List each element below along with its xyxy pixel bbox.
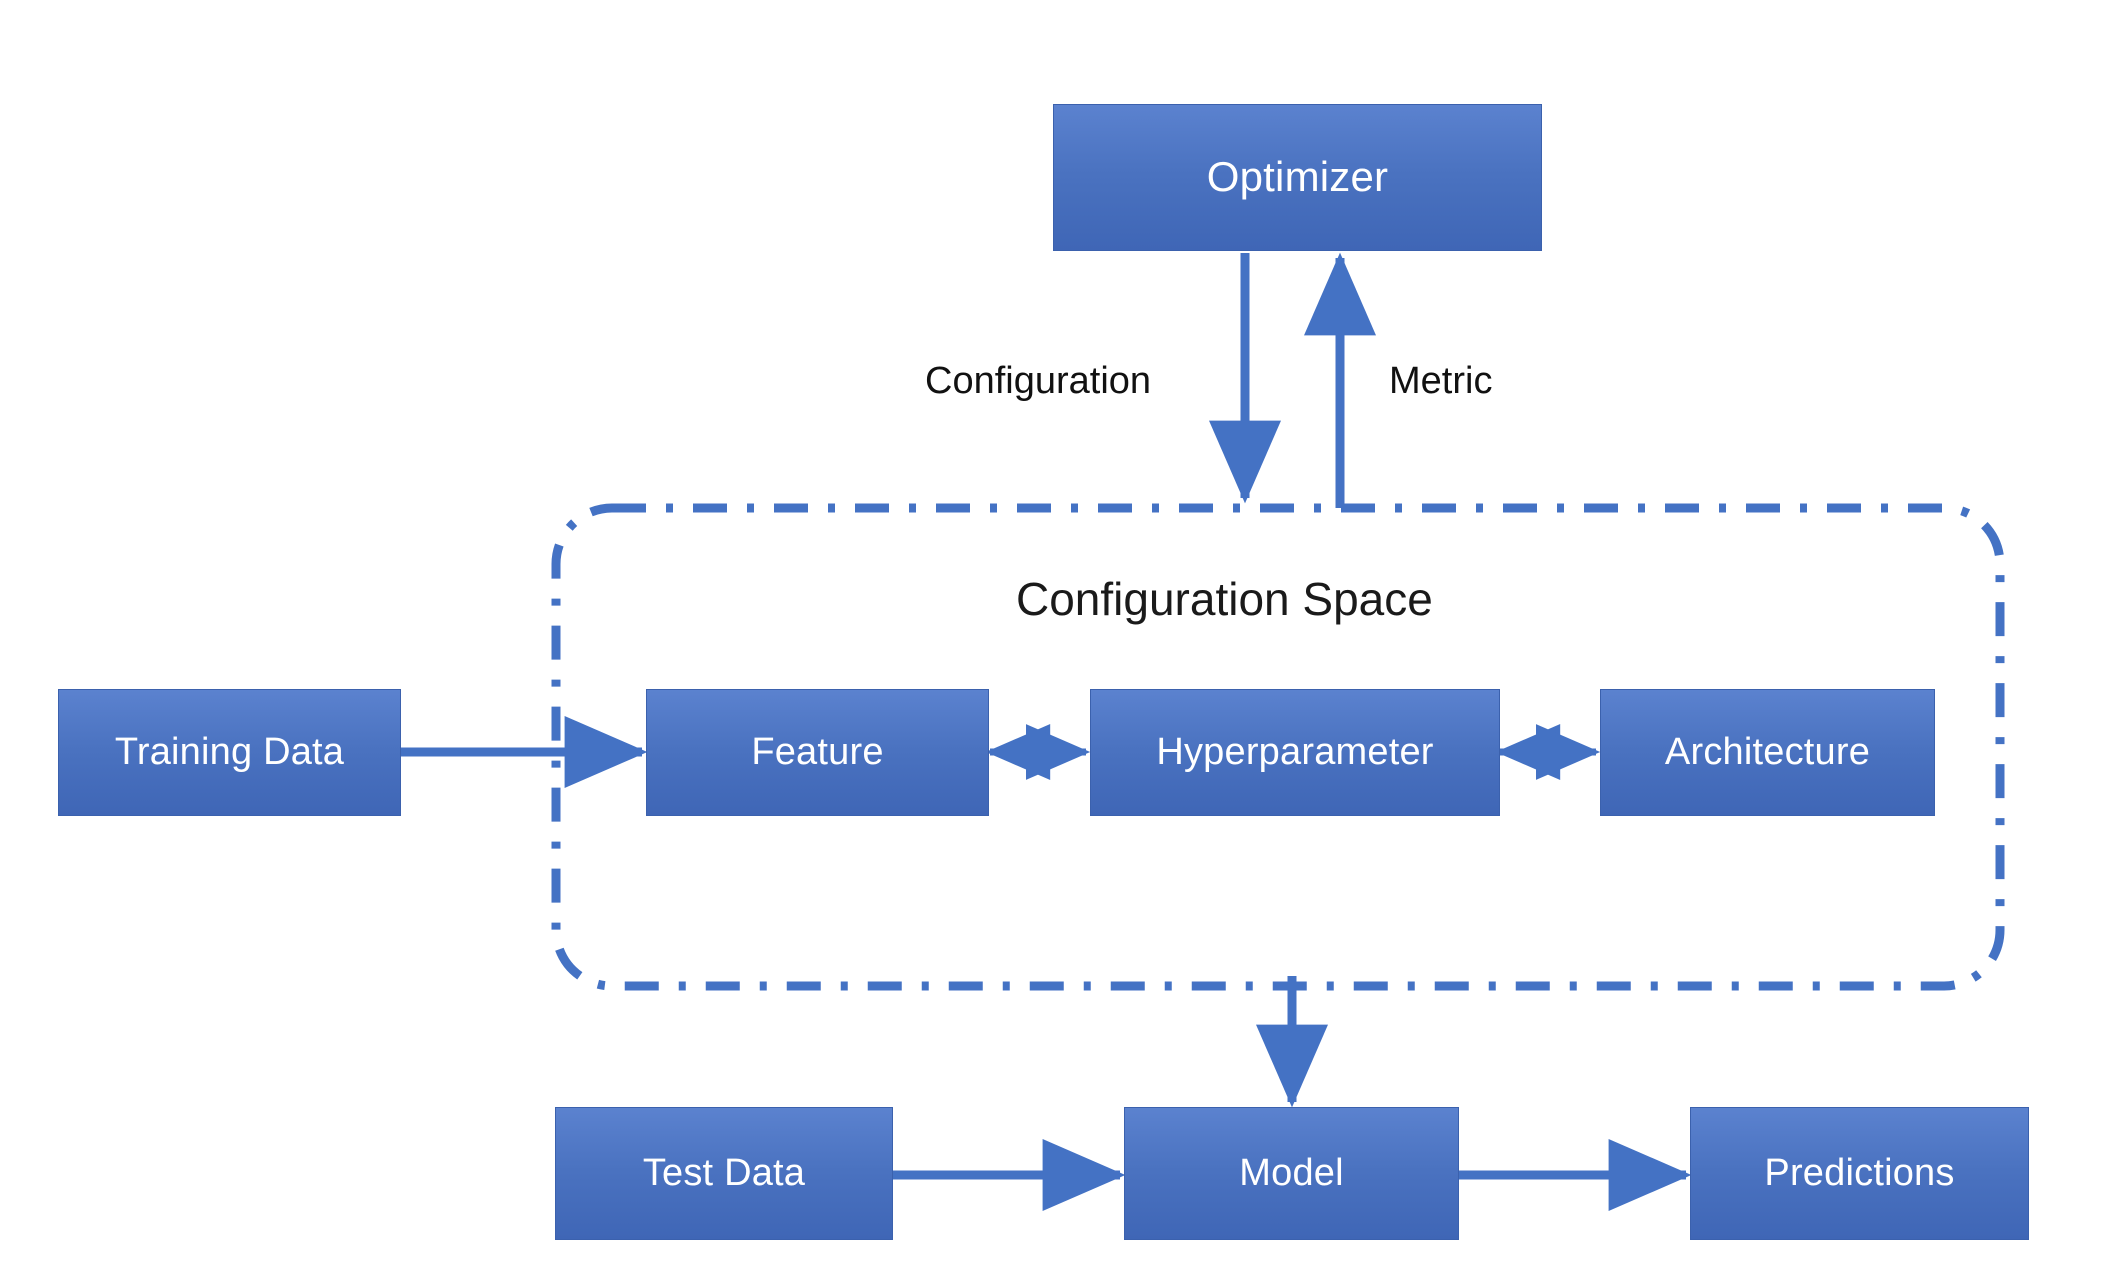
node-predictions-label: Predictions <box>1764 1151 1955 1194</box>
node-hyperparameter-label: Hyperparameter <box>1156 730 1434 773</box>
configuration-space-title-label: Configuration Space <box>1016 573 1433 625</box>
edge-label-configuration-text: Configuration <box>925 360 1152 402</box>
configuration-space-title: Configuration Space <box>1016 572 1433 626</box>
node-hyperparameter[interactable]: Hyperparameter <box>1090 689 1500 816</box>
node-optimizer-label: Optimizer <box>1206 153 1389 201</box>
edge-label-metric-text: Metric <box>1389 360 1493 402</box>
node-predictions[interactable]: Predictions <box>1690 1107 2029 1240</box>
node-training-data-label: Training Data <box>114 730 345 773</box>
node-test-data[interactable]: Test Data <box>555 1107 893 1240</box>
node-test-data-label: Test Data <box>642 1151 806 1194</box>
node-training-data[interactable]: Training Data <box>58 689 401 816</box>
node-optimizer[interactable]: Optimizer <box>1053 104 1542 251</box>
node-feature[interactable]: Feature <box>646 689 989 816</box>
node-architecture-label: Architecture <box>1664 730 1871 773</box>
node-model[interactable]: Model <box>1124 1107 1459 1240</box>
edge-label-metric: Metric <box>1389 360 1492 403</box>
node-architecture[interactable]: Architecture <box>1600 689 1935 816</box>
node-feature-label: Feature <box>751 730 884 773</box>
configuration-space-border <box>551 503 2005 991</box>
edge-label-configuration: Configuration <box>925 360 1151 403</box>
node-model-label: Model <box>1239 1151 1344 1194</box>
